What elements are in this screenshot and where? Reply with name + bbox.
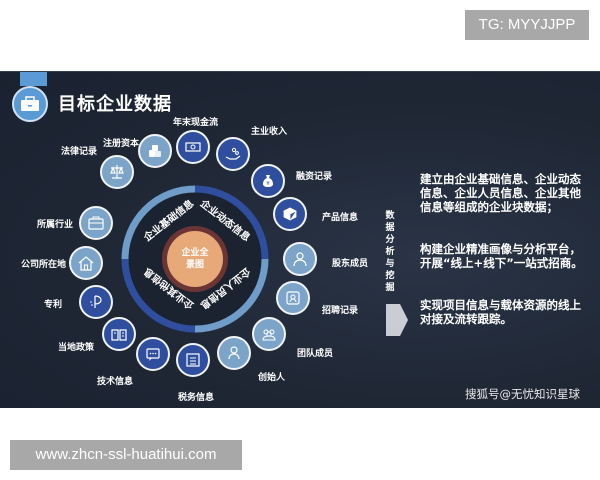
label-registered-capital: 注册资本 xyxy=(103,139,140,149)
arrow-right-icon xyxy=(386,304,408,336)
bubble-shareholders[interactable] xyxy=(283,242,317,276)
bubble-legal-records[interactable] xyxy=(100,155,134,189)
briefcase-icon xyxy=(12,86,48,122)
bubble-product-info[interactable] xyxy=(273,197,307,231)
paragraph-2: 构建企业精准画像与分析平台，开展“线上+线下”一站式招商。 xyxy=(420,242,583,270)
open-book-icon xyxy=(111,329,127,341)
title-tab-accent xyxy=(20,72,47,86)
watermark-bottom: www.zhcn-ssl-huatihui.com xyxy=(10,440,242,470)
label-industry: 所属行业 xyxy=(37,220,74,230)
bubble-cash-flow[interactable] xyxy=(176,130,210,164)
bubble-industry[interactable] xyxy=(79,206,113,240)
label-main-revenue: 主业收入 xyxy=(251,127,288,137)
scales-icon xyxy=(110,165,124,179)
box-icon xyxy=(283,207,297,221)
bubble-tech-info[interactable] xyxy=(136,337,170,371)
bubble-patent[interactable] xyxy=(79,285,113,319)
list-document-icon xyxy=(186,353,200,367)
label-company-location: 公司所在地 xyxy=(21,260,67,270)
chat-bubble-icon xyxy=(146,348,160,361)
coins-stack-icon xyxy=(149,145,161,157)
bubble-recruitment[interactable] xyxy=(276,281,310,315)
bubble-local-policy[interactable] xyxy=(102,317,136,351)
label-cash-flow: 年末现金流 xyxy=(173,118,219,128)
person-tie-icon xyxy=(293,252,307,267)
paragraph-1: 建立由企业基础信息、企业动态信息、企业人员信息、企业其他信息等组成的企业块数据； xyxy=(420,172,581,214)
watermark-top: TG: MYYJJPP xyxy=(465,10,589,40)
source-credit: 搜狐号@无忧知识星球 xyxy=(465,387,580,401)
label-team-members: 团队成员 xyxy=(297,349,334,359)
slide-title: 目标企业数据 xyxy=(58,94,172,115)
briefcase-icon xyxy=(88,216,104,230)
label-legal-records: 法律记录 xyxy=(61,147,98,157)
patent-pen-icon xyxy=(90,295,102,308)
bubble-financing-records[interactable]: ¥ xyxy=(251,164,285,198)
center-line-1: 企业全 xyxy=(181,248,209,258)
money-bag-icon: ¥ xyxy=(263,175,273,187)
group-icon xyxy=(262,329,276,341)
label-founder: 创始人 xyxy=(258,373,286,383)
label-patent: 专利 xyxy=(44,300,63,310)
svg-text:¥: ¥ xyxy=(266,181,269,187)
id-badge-icon xyxy=(286,291,300,305)
enterprise-panorama-center: 企业全 景图 xyxy=(167,231,223,287)
label-financing-records: 融资记录 xyxy=(296,172,333,182)
label-shareholders: 股东成员 xyxy=(332,259,369,269)
label-local-policy: 当地政策 xyxy=(58,343,95,353)
hand-coins-icon xyxy=(225,147,241,160)
label-product-info: 产品信息 xyxy=(322,213,359,223)
bubble-team-members[interactable] xyxy=(252,317,286,351)
bubble-tax-info[interactable] xyxy=(176,343,210,377)
data-analysis-label: 数据分析与挖掘 xyxy=(385,211,395,293)
label-tech-info: 技术信息 xyxy=(97,377,134,387)
bubble-company-location[interactable] xyxy=(69,246,103,280)
center-line-2: 景图 xyxy=(185,260,204,270)
bubble-registered-capital[interactable] xyxy=(138,134,172,168)
bubble-founder[interactable] xyxy=(217,336,251,370)
user-icon xyxy=(228,346,240,360)
house-icon xyxy=(78,256,94,271)
label-tax-info: 税务信息 xyxy=(178,393,215,403)
slide: 目标企业数据 企业基础信息 企业动态信息 企业人员信息 企业其他信息 企业全 景… xyxy=(0,71,600,408)
label-recruitment: 招聘记录 xyxy=(322,306,359,316)
banknote-icon xyxy=(185,142,201,152)
paragraph-3: 实现项目信息与载体资源的线上对接及流转跟踪。 xyxy=(420,298,581,326)
bubble-main-revenue[interactable] xyxy=(216,137,250,171)
